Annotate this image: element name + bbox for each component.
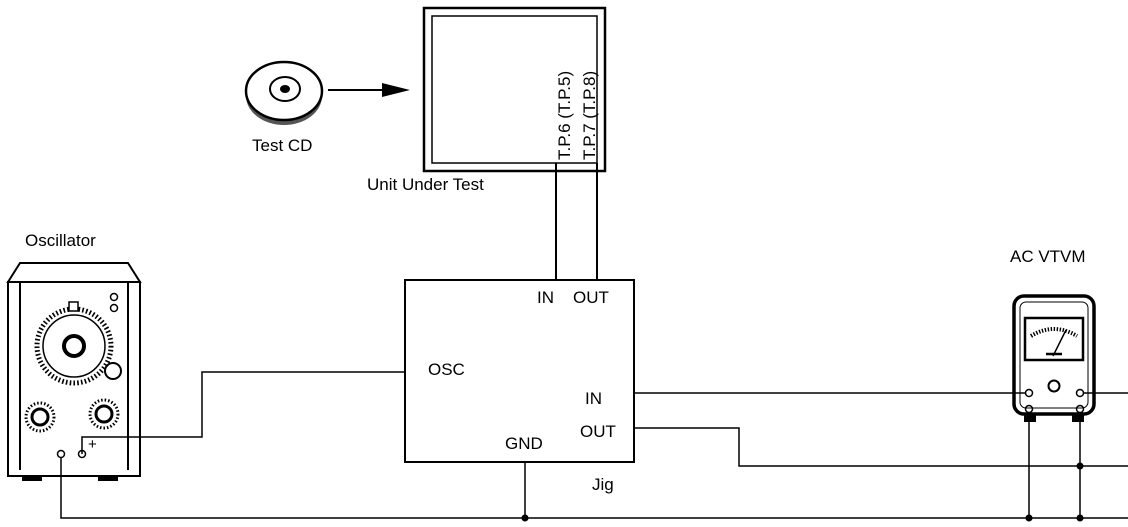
wire-ground-bus xyxy=(60,458,1128,519)
cd-arrow-head xyxy=(382,83,410,97)
jig-in-right-label: IN xyxy=(585,389,602,408)
oscillator-knob-left xyxy=(30,407,50,427)
vtvm-range-knob xyxy=(1047,379,1061,393)
oscillator-dial-rim xyxy=(42,314,106,378)
ac-vtvm-label: AC VTVM xyxy=(1010,247,1086,266)
oscillator-cabinet-top xyxy=(6,262,142,283)
oscillator-dial-pointer xyxy=(68,301,79,312)
unit-under-test: T.P.6 (T.P.5) T.P.7 (T.P.8) Unit Under T… xyxy=(367,6,607,194)
tp7-label: T.P.7 (T.P.8) xyxy=(580,71,599,160)
vtvm-foot-right xyxy=(1072,414,1084,422)
jig-osc-label: OSC xyxy=(428,360,465,379)
junction-gnd-jig xyxy=(521,514,529,522)
oscillator: Oscillator + xyxy=(6,231,142,481)
jig-gnd-label: GND xyxy=(505,434,543,453)
oscillator-foot-right xyxy=(98,476,118,481)
oscillator-lamp-top xyxy=(109,292,119,302)
vtvm-meter-scale xyxy=(1029,327,1079,338)
junction-gnd-vtvm-in xyxy=(1025,514,1033,522)
tp6-label: T.P.6 (T.P.5) xyxy=(555,71,574,160)
oscillator-foot-left xyxy=(22,476,42,481)
jig-out-right-label: OUT xyxy=(580,422,616,441)
test-cd: Test CD xyxy=(244,60,410,155)
ac-vtvm: AC VTVM xyxy=(1010,247,1096,422)
jig-box xyxy=(404,279,635,463)
jig-in-top-label: IN xyxy=(537,288,554,307)
test-cd-label: Test CD xyxy=(252,136,312,155)
junction-out-vtvm xyxy=(1076,462,1084,470)
cd-ring xyxy=(269,76,301,102)
jig-label: Jig xyxy=(592,475,614,494)
oscillator-range-knob xyxy=(104,362,122,380)
uut-label: Unit Under Test xyxy=(367,175,484,194)
junction-gnd-vtvm-out xyxy=(1076,514,1084,522)
jig: IN OUT OSC IN OUT GND Jig xyxy=(404,279,635,494)
wire-jig-out-to-right xyxy=(634,427,1128,467)
oscillator-plus-label: + xyxy=(88,436,97,453)
jig-out-top-label: OUT xyxy=(573,288,609,307)
cd-hole xyxy=(280,85,290,93)
oscillator-dial-knob xyxy=(62,334,86,358)
vtvm-foot-left xyxy=(1024,414,1036,422)
wire-osc-out-to-jig-osc xyxy=(81,371,405,454)
vtvm-meter-needle xyxy=(1052,329,1067,357)
oscillator-lamp-bottom xyxy=(109,303,119,313)
oscillator-knob-right xyxy=(94,404,114,424)
oscillator-terminal-gnd xyxy=(56,449,66,459)
uut-inner xyxy=(431,15,598,164)
oscillator-label: Oscillator xyxy=(25,231,96,250)
